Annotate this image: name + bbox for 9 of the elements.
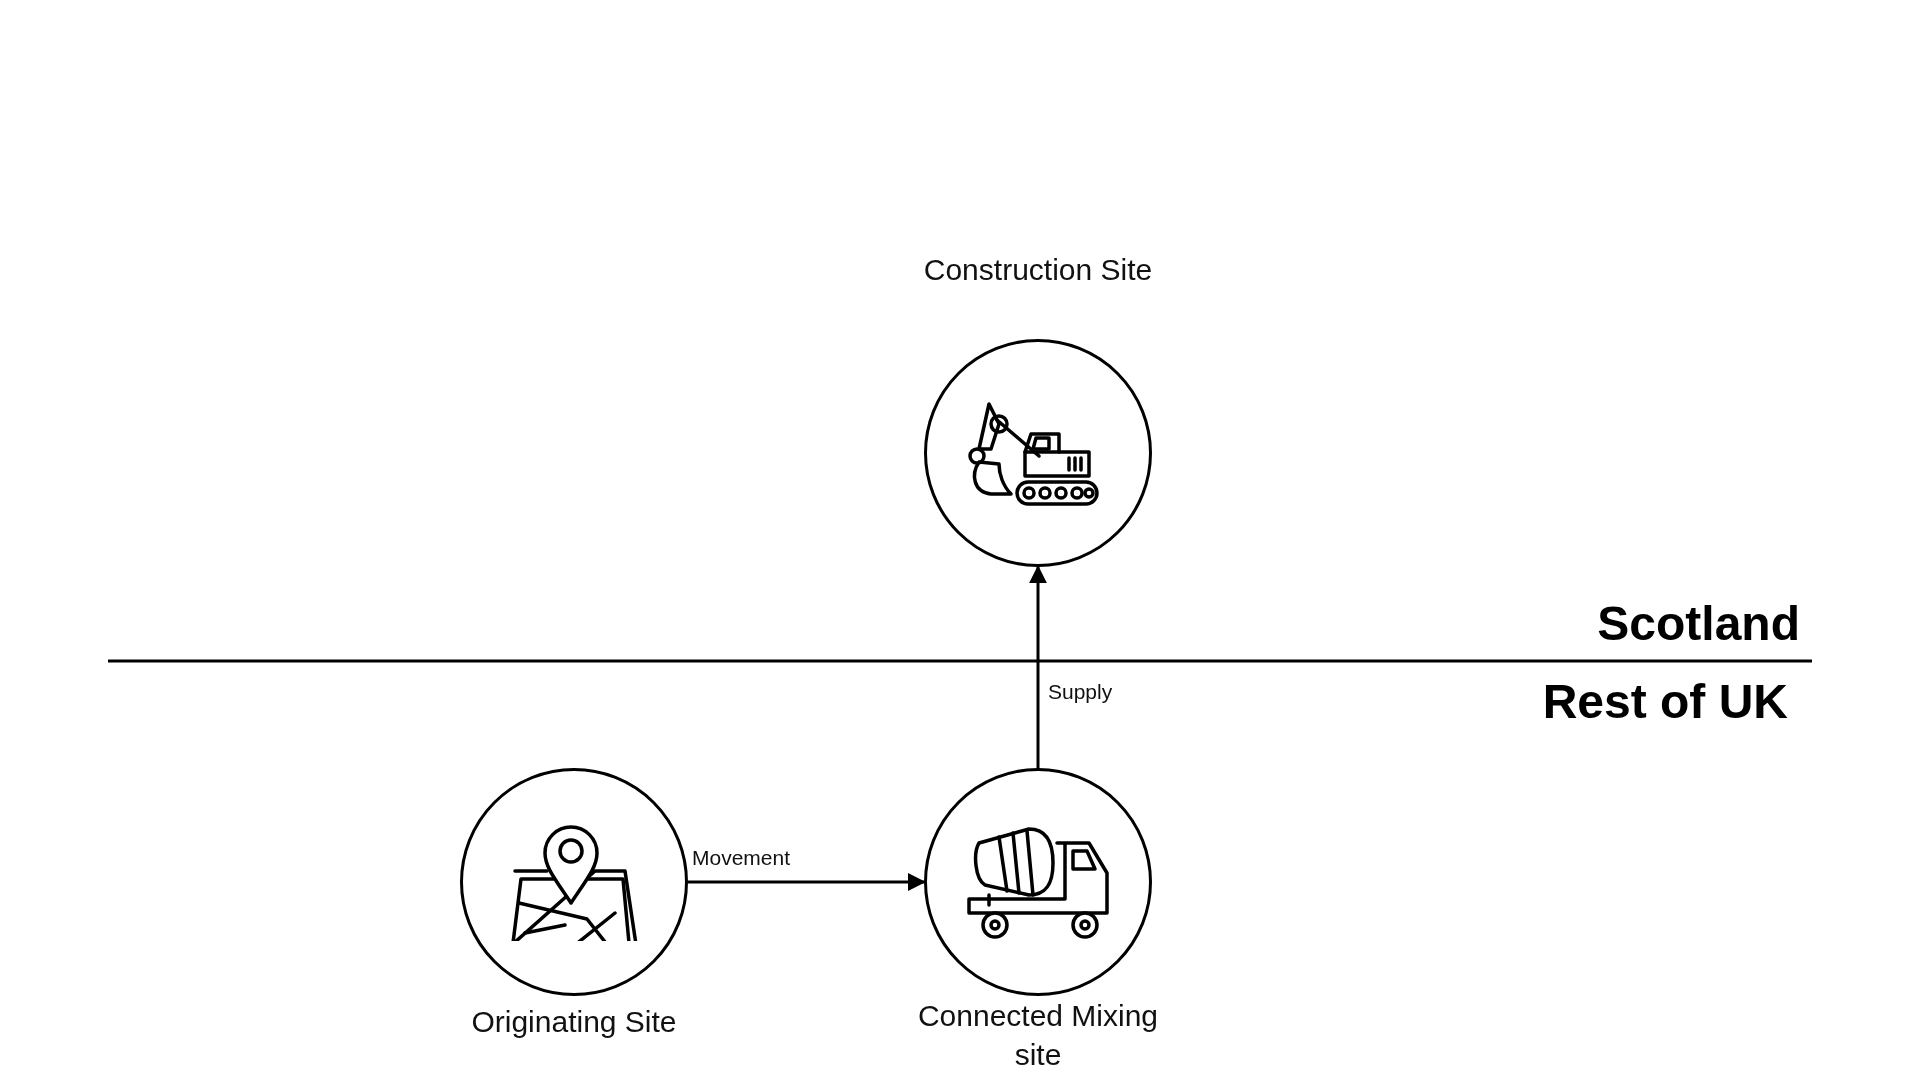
edge-label: Supply bbox=[1048, 680, 1113, 704]
site-label: Connected Mixing site bbox=[916, 998, 1160, 1073]
arrow bbox=[688, 873, 926, 891]
site-label: Originating Site bbox=[470, 1004, 678, 1040]
region-label: Rest of UK bbox=[1542, 674, 1788, 729]
arrow bbox=[1029, 565, 1047, 768]
site-label: Construction Site bbox=[922, 252, 1154, 288]
edge-label: Movement bbox=[692, 846, 791, 870]
region-label: Scotland bbox=[1597, 596, 1800, 651]
